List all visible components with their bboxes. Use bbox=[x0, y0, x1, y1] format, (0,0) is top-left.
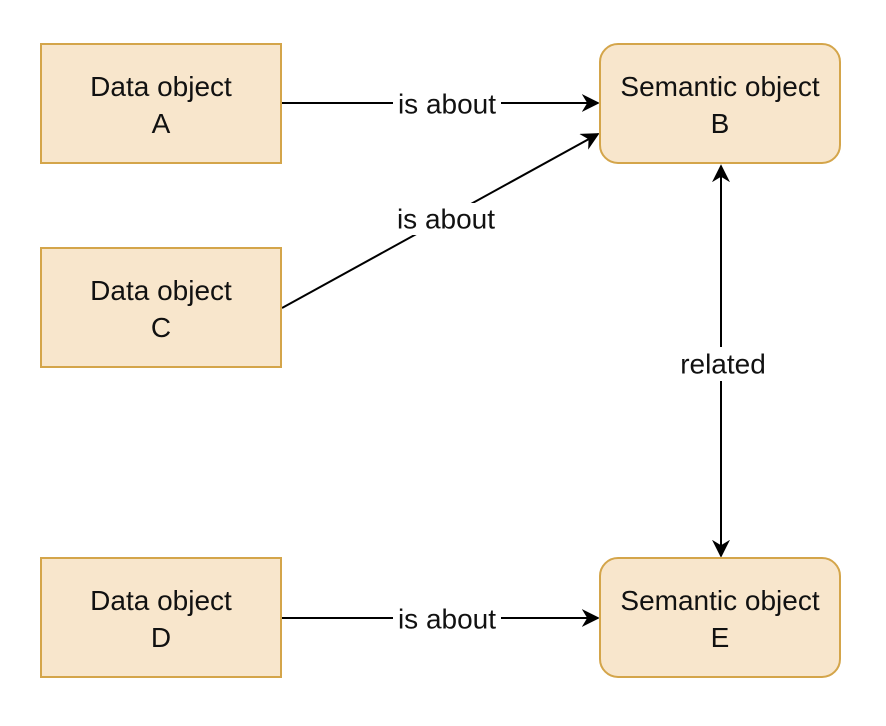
node-data-object-c: Data object C bbox=[40, 247, 282, 368]
edge-a-to-b-label-bg bbox=[393, 88, 501, 120]
node-data-object-c-line2: C bbox=[151, 312, 171, 343]
edge-c-to-b-label: is about bbox=[397, 204, 495, 235]
node-semantic-object-b: Semantic object B bbox=[599, 43, 841, 164]
node-semantic-object-b-line1: Semantic object bbox=[620, 71, 819, 102]
node-data-object-a-line1: Data object bbox=[90, 71, 232, 102]
edge-d-to-e: is about bbox=[282, 603, 600, 635]
node-data-object-a-line2: A bbox=[152, 108, 171, 139]
node-data-object-a-box bbox=[40, 43, 282, 164]
node-data-object-d-box bbox=[40, 557, 282, 678]
node-data-object-d: Data object D bbox=[40, 557, 282, 678]
node-semantic-object-b-line2: B bbox=[711, 108, 730, 139]
edge-d-to-e-label-bg bbox=[393, 603, 501, 635]
edge-c-to-b: is about bbox=[281, 133, 600, 309]
edge-b-e-related: related bbox=[676, 164, 768, 558]
node-data-object-c-box bbox=[40, 247, 282, 368]
edge-d-to-e-label: is about bbox=[398, 604, 496, 635]
node-semantic-object-e-line1: Semantic object bbox=[620, 585, 819, 616]
node-semantic-object-e-box bbox=[599, 557, 841, 678]
node-data-object-a: Data object A bbox=[40, 43, 282, 164]
edge-c-to-b-label-bg bbox=[392, 203, 500, 235]
node-semantic-object-e-line2: E bbox=[711, 622, 730, 653]
edge-a-to-b-label: is about bbox=[398, 89, 496, 120]
node-data-object-d-line2: D bbox=[151, 622, 171, 653]
node-semantic-object-e: Semantic object E bbox=[599, 557, 841, 678]
node-data-object-d-line1: Data object bbox=[90, 585, 232, 616]
node-semantic-object-b-box bbox=[599, 43, 841, 164]
node-data-object-c-line1: Data object bbox=[90, 275, 232, 306]
edge-b-e-label-bg bbox=[676, 347, 768, 381]
edge-a-to-b: is about bbox=[282, 88, 600, 120]
edge-b-e-label: related bbox=[680, 349, 766, 380]
